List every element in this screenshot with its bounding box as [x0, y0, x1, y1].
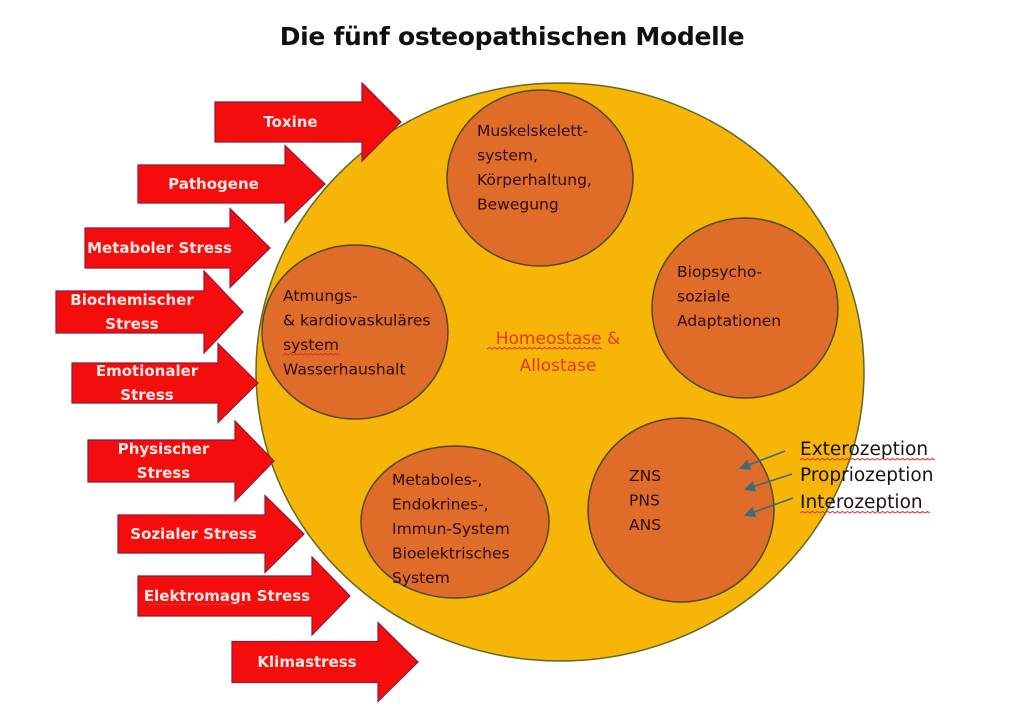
sense-arrow-icon: [738, 450, 786, 470]
model-text-line: ZNS: [629, 467, 661, 485]
stressor-label: Toxine: [263, 113, 317, 131]
model-text-line: system,: [477, 147, 538, 165]
stressor-label: Physischer: [118, 440, 210, 458]
arrow-shape: [137, 144, 326, 224]
model-text-line: PNS: [629, 492, 660, 510]
model-text-line: Endokrines-,: [392, 496, 489, 514]
arrow-shape: [84, 207, 271, 289]
arrow-shape: [117, 494, 305, 574]
arrow-shape: [87, 419, 275, 503]
stressor-label: Emotionaler: [96, 362, 199, 380]
stressor-arrow-toxine: Toxine: [214, 81, 402, 163]
center-label: Homeostase & Allostase: [486, 329, 621, 376]
model-text-line: & kardiovaskuläres: [283, 312, 430, 330]
model-circle-metabolisch: Metaboles-, Endokrines-, Immun-SystemBioel…: [360, 445, 550, 599]
center-label-line: Allostase: [520, 356, 597, 376]
arrow-shape: [231, 621, 419, 703]
stressor-label: Sozialer Stress: [130, 525, 257, 543]
stressor-label: Pathogene: [168, 175, 259, 193]
model-text-line: System: [392, 569, 450, 587]
diagram-title: Die fünf osteopathischen Modelle: [279, 22, 745, 51]
center-label-line: Homeostase &: [496, 329, 621, 349]
model-circle-shape: [446, 89, 634, 267]
stressor-label: Elektromagn Stress: [144, 587, 310, 605]
stressor-label: Metaboler Stress: [87, 239, 232, 257]
stressor-arrow-klimastress: Klimastress: [231, 621, 419, 703]
model-circle-muskelskelett: Muskelskelett-system, Körperhaltung, Beweg…: [446, 89, 634, 267]
model-circle-shape: [360, 445, 550, 599]
arrow-shape: [55, 269, 244, 355]
model-text-line: soziale: [677, 288, 730, 306]
model-text-line: Muskelskelett-: [477, 122, 588, 140]
sense-arrow-icon: [743, 497, 794, 518]
arrow-shape: [214, 81, 402, 163]
model-circle-shape: [587, 417, 775, 603]
stressor-label: Klimastress: [257, 653, 356, 671]
stressor-arrow-pathogene: Pathogene: [137, 144, 326, 224]
model-text-line: Bewegung: [477, 196, 559, 214]
model-text-line: Biopsycho-: [677, 263, 762, 281]
model-text-line: Metaboles-,: [392, 471, 482, 489]
sense-label: Interozeption: [800, 492, 923, 513]
sense-propriozeption: Propriozeption: [743, 465, 933, 492]
arrow-shape: [71, 342, 259, 424]
stressor-arrow-metaboler-stress: Metaboler Stress: [84, 207, 271, 289]
sense-arrow-icon: [743, 473, 793, 492]
arrow-shape: [137, 555, 351, 637]
model-text-line: ANS: [629, 516, 661, 534]
model-text-line: system: [283, 336, 339, 354]
model-circle-shape: [651, 217, 839, 399]
model-text-line: Bioelektrisches: [392, 545, 510, 563]
model-circle-atmung-kardio: Atmungs- & kardiovaskuläres systemWasserha…: [261, 244, 449, 420]
stressor-label: Stress: [120, 386, 173, 404]
model-text-line: Atmungs-: [283, 287, 358, 305]
stressor-label: Stress: [105, 315, 158, 333]
spellcheck-underline: [799, 457, 936, 461]
sense-label: Propriozeption: [800, 465, 933, 486]
spellcheck-underline: [799, 510, 931, 514]
stressor-label: Stress: [137, 464, 190, 482]
stressor-arrow-sozialer-stress: Sozialer Stress: [117, 494, 305, 574]
spellcheck-underline: [149, 602, 245, 606]
spellcheck-underline: [282, 352, 341, 356]
sense-exterozeption: Exterozeption: [738, 439, 936, 470]
model-text-line: Wasserhaushalt: [283, 361, 406, 379]
stressor-label: Biochemischer: [70, 291, 194, 309]
model-circle-neurologisch: ZNS PNS ANS: [587, 417, 775, 603]
sense-interozeption: Interozeption: [743, 492, 931, 518]
sense-label: Exterozeption: [800, 439, 928, 460]
model-text-line: Adaptationen: [677, 312, 781, 330]
stressor-arrow-elektromagn-stress: Elektromagn Stress: [137, 555, 351, 637]
model-circle-shape: [261, 244, 449, 420]
model-text-line: Immun-System: [392, 520, 510, 538]
model-text-line: Körperhaltung,: [477, 171, 592, 189]
spellcheck-underline: [486, 346, 603, 350]
